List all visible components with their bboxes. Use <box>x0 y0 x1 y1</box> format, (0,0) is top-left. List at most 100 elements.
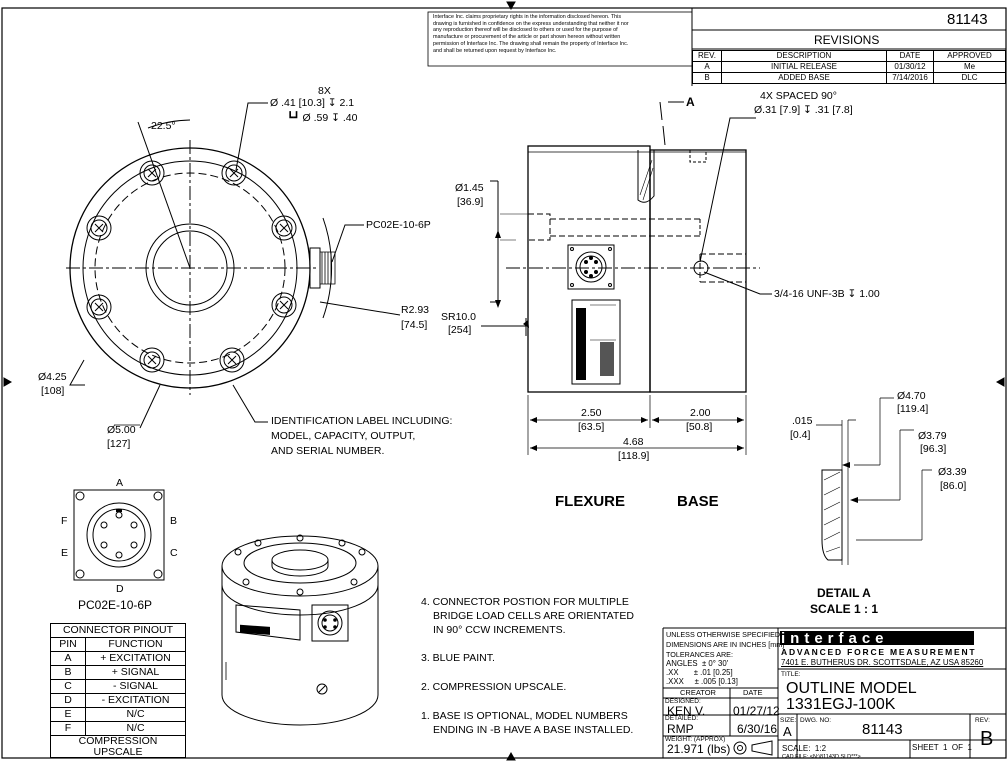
table-cell: INITIAL RELEASE <box>721 61 887 73</box>
tb-detailed-label: DETAILED: <box>665 715 699 722</box>
table-cell: + EXCITATION <box>85 651 186 666</box>
title-block-lines <box>427 8 1006 758</box>
flexure-label: FLEXURE <box>555 493 626 510</box>
tb-scale: SCALE: 1:2 <box>782 744 827 753</box>
radius-dimension-mm: [74.5] <box>401 319 428 331</box>
table-cell: - EXCITATION <box>85 693 186 708</box>
table-row: D- EXCITATION <box>50 693 186 708</box>
pin-letter-a: A <box>116 477 124 489</box>
note-4-line-3: IN 90° CCW INCREMENTS. <box>433 624 566 636</box>
table-cell: E <box>50 707 86 722</box>
table-cell: D <box>50 693 86 708</box>
pin-letter-e: E <box>61 547 69 559</box>
table-cell: B <box>692 72 722 84</box>
proprietary-notice: Interface Inc. claims proprietary rights… <box>433 14 691 54</box>
tb-detailed-date: 6/30/16 <box>737 722 778 736</box>
function-header: FUNCTION <box>85 637 186 652</box>
table-cell: ADDED BASE <box>721 72 887 84</box>
detail-470-mm: [119.4] <box>897 403 929 415</box>
tb-tol-xxx: .XXX ± .005 [0.13] <box>666 677 738 686</box>
notice-line: drawing is furnished in confidence on th… <box>433 20 629 27</box>
notice-line: Interface Inc. claims proprietary rights… <box>433 14 622 20</box>
tb-weight-label: WEIGHT: (APPROX) <box>665 736 726 743</box>
table-cell: A <box>50 651 86 666</box>
pinout-title: CONNECTOR PINOUT <box>50 623 186 638</box>
tb-designed-by: KEN V. <box>667 704 706 718</box>
tb-tagline: ADVANCED FORCE MEASUREMENT <box>781 647 977 657</box>
table-row: B ADDED BASE 7/14/2016 DLC <box>692 72 1006 84</box>
tb-date-header: DATE <box>743 688 763 697</box>
label-note-2: MODEL, CAPACITY, OUTPUT, <box>271 430 416 442</box>
tb-tolerances: TOLERANCES ARE: <box>666 650 733 659</box>
detail-scale: SCALE 1 : 1 <box>810 602 879 616</box>
tb-creator-header: CREATOR <box>680 688 716 697</box>
detail-015: .015 <box>792 415 813 427</box>
dia-425: Ø4.25 <box>38 371 67 383</box>
table-row: A INITIAL RELEASE 01/30/12 Me <box>692 61 1006 73</box>
hole-spec-2: ┗┛ Ø .59 ↧ .40 <box>287 112 358 124</box>
projection-symbol <box>733 740 773 756</box>
length-200-mm: [50.8] <box>686 421 713 433</box>
pinout-footer: COMPRESSION UPSCALE <box>50 735 186 758</box>
table-cell: Me <box>933 61 1006 73</box>
detail-title: DETAIL A <box>817 586 871 600</box>
dia-145: Ø1.45 <box>455 182 484 194</box>
spaced-holes-spec: Ø.31 [7.9] ↧ .31 [7.8] <box>754 104 853 116</box>
table-row: B+ SIGNAL <box>50 665 186 680</box>
revisions-title: REVISIONS <box>814 33 880 47</box>
tb-title-line-2: 1331EGJ-100K <box>786 696 896 713</box>
tb-cad-file: CAD FILE: <N:\81143D.SLD***> <box>782 754 861 760</box>
tb-logo: interface <box>781 630 889 647</box>
length-250: 2.50 <box>581 407 602 419</box>
tb-rev: B <box>980 728 994 750</box>
radius-dimension: R2.93 <box>401 304 430 316</box>
label-note-1: IDENTIFICATION LABEL INCLUDING: <box>271 415 453 427</box>
tb-title-label: TITLE: <box>781 671 801 678</box>
tb-size-label: SIZE: <box>780 717 797 724</box>
tb-designed-date: 01/27/12 <box>733 704 780 718</box>
count-8x: 8X <box>318 85 331 97</box>
table-cell: N/C <box>85 721 186 736</box>
note-3: 3. BLUE PAINT. <box>421 652 495 664</box>
detail-470: Ø4.70 <box>897 390 926 402</box>
connector-name: PC02E-10-6P <box>78 598 153 612</box>
sheet-border <box>1 7 1007 759</box>
pin-letter-b: B <box>170 515 178 527</box>
table-cell: 7/14/2016 <box>886 72 934 84</box>
tb-designed-label: DESIGNED: <box>665 698 701 705</box>
dia-425-mm: [108] <box>41 385 65 397</box>
table-cell: B <box>50 665 86 680</box>
side-view <box>481 101 772 455</box>
note-1-line-1: 1. BASE IS OPTIONAL, MODEL NUMBERS <box>421 710 628 722</box>
tb-tol-xx: .XX ± .01 [0.25] <box>666 668 733 677</box>
note-4-line-1: 4. CONNECTOR POSTION FOR MULTIPLE <box>421 596 629 608</box>
tb-dwg-no: 81143 <box>862 721 903 738</box>
table-row: COMPRESSION UPSCALE <box>50 735 186 758</box>
tb-angles: ANGLES ± 0° 30' <box>666 659 729 668</box>
hole-spec-1: Ø .41 [10.3] ↧ 2.1 <box>270 97 355 109</box>
pin-letter-d: D <box>116 583 124 595</box>
table-row: C- SIGNAL <box>50 679 186 694</box>
tb-address: 7401 E. BUTHERUS DR. SCOTTSDALE, AZ USA … <box>781 658 984 667</box>
date-header: DATE <box>886 50 934 62</box>
dia-500: Ø5.00 <box>107 424 136 436</box>
notice-line: manufacture or procurement of the articl… <box>433 34 621 41</box>
description-header: DESCRIPTION <box>721 50 887 62</box>
table-cell: DLC <box>933 72 1006 84</box>
table-cell: F <box>50 721 86 736</box>
detail-379: Ø3.79 <box>918 430 947 442</box>
dia-500-mm: [127] <box>107 438 131 450</box>
connector-face <box>73 489 165 581</box>
table-row: CONNECTOR PINOUT <box>50 623 186 638</box>
approved-header: APPROVED <box>933 50 1006 62</box>
detail-379-mm: [96.3] <box>920 443 947 455</box>
length-250-mm: [63.5] <box>578 421 605 433</box>
table-cell: C <box>50 679 86 694</box>
length-468-mm: [118.9] <box>618 450 650 462</box>
top-view <box>66 102 401 429</box>
